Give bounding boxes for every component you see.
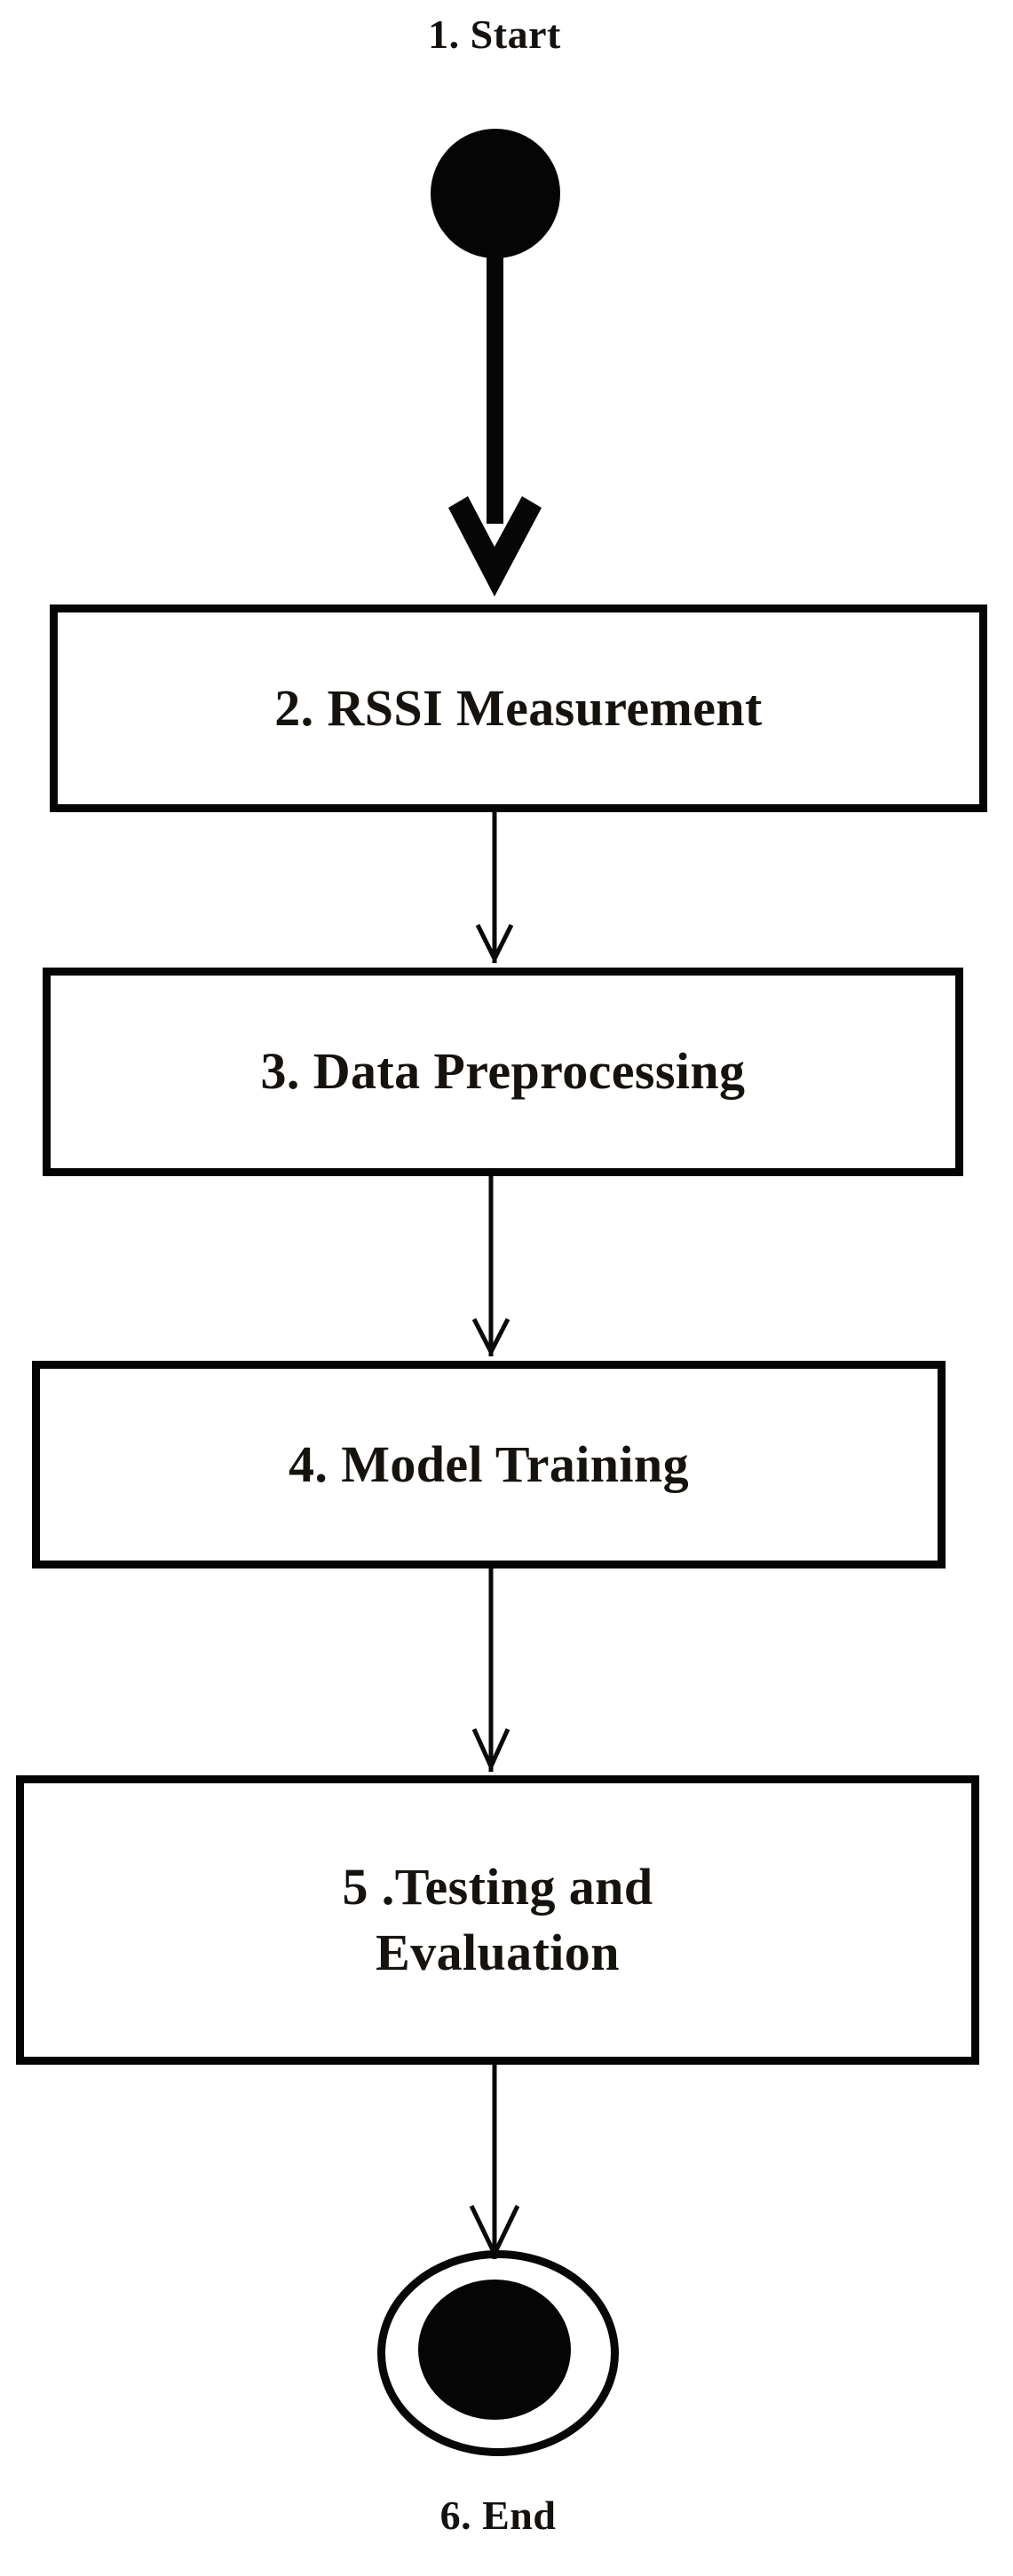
connector-start-to-rssi — [448, 249, 542, 597]
process-box-rssi-measurement-label: 2. RSSI Measurement — [274, 678, 763, 737]
process-box-data-preprocessing-label: 3. Data Preprocessing — [260, 1042, 746, 1101]
start-node-label: 1. Start — [428, 12, 561, 57]
process-box-testing-evaluation-line2: Evaluation — [376, 1924, 620, 1981]
process-box-rssi-measurement[interactable]: 2. RSSI Measurement — [50, 604, 987, 812]
end-node-inner-disc — [418, 2280, 571, 2420]
process-box-model-training[interactable]: 4. Model Training — [32, 1361, 946, 1569]
connector-train-to-test — [471, 1569, 510, 1773]
process-box-data-preprocessing[interactable]: 3. Data Preprocessing — [43, 968, 963, 1176]
connector-preprocess-to-train — [471, 1176, 510, 1357]
process-box-model-training-label: 4. Model Training — [289, 1434, 689, 1493]
process-box-testing-evaluation-line1: 5 .Testing and — [342, 1857, 653, 1916]
end-node-label: 6. End — [439, 2493, 557, 2538]
process-box-testing-evaluation[interactable]: 5 .Testing and Evaluation — [16, 1775, 979, 2065]
start-node[interactable] — [431, 129, 560, 258]
end-node[interactable] — [377, 2250, 619, 2456]
connector-rssi-to-preprocess — [475, 812, 514, 964]
process-box-testing-evaluation-label: 5 .Testing and Evaluation — [330, 1854, 666, 1986]
connector-test-to-end — [469, 2065, 520, 2259]
